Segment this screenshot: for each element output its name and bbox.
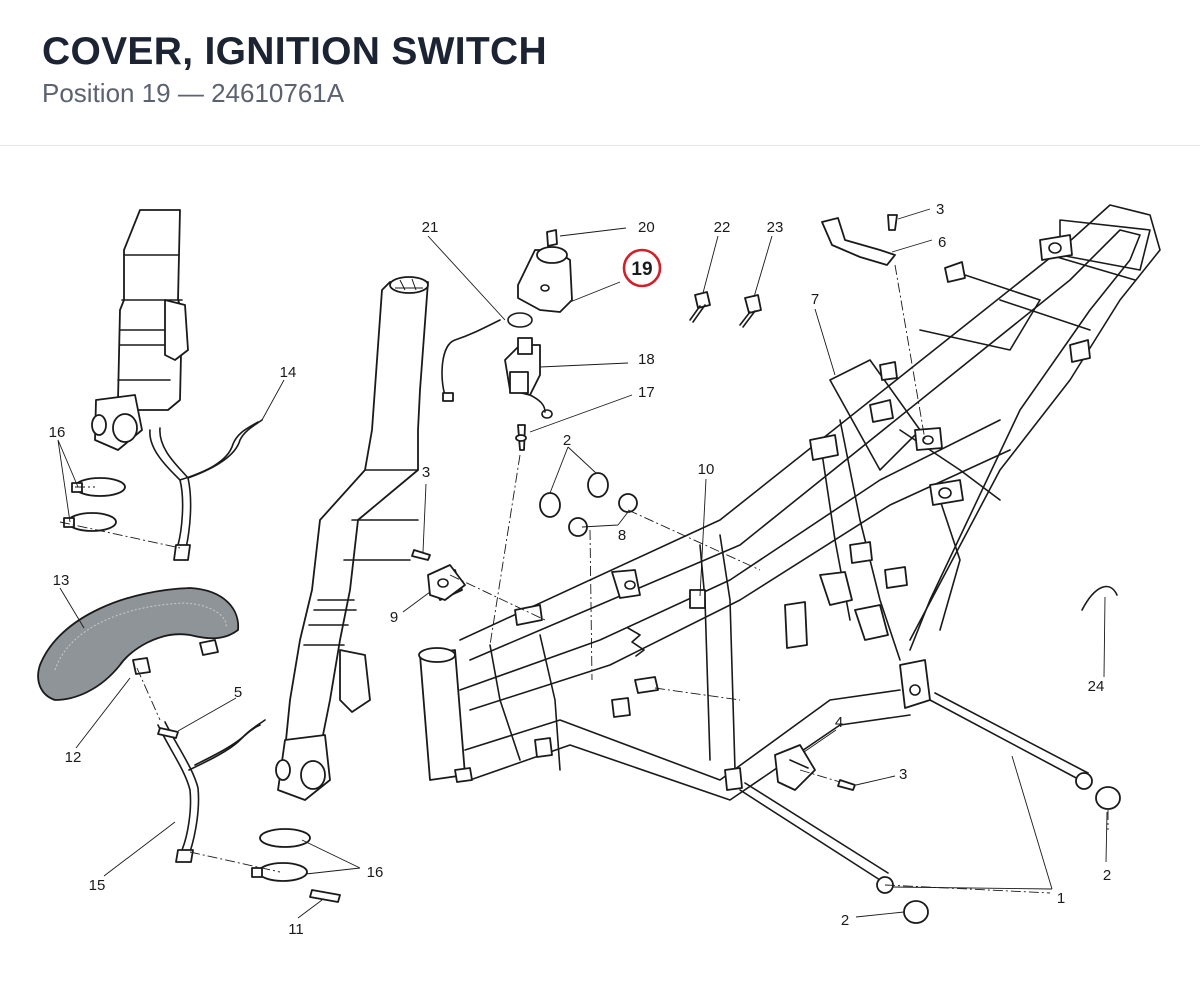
- highlight-ring: [622, 248, 662, 288]
- callout-22: 22: [714, 219, 731, 236]
- ignition-switch: [504, 337, 553, 419]
- callout-1: 1: [1057, 890, 1065, 907]
- callout-13: 13: [53, 572, 70, 589]
- callout-16-left: 16: [49, 424, 66, 441]
- highlighted-position: 19: [622, 248, 662, 288]
- callout-2-bottom: 2: [841, 912, 849, 929]
- screw-17: [515, 424, 527, 451]
- callout-5: 5: [234, 684, 242, 701]
- callout-24: 24: [1088, 678, 1105, 695]
- callout-9: 9: [390, 609, 398, 626]
- wiring-harness: [441, 312, 533, 402]
- bracket-9: [427, 564, 466, 601]
- callout-8: 8: [618, 527, 626, 544]
- callout-15: 15: [89, 877, 106, 894]
- exploded-parts-diagram: 20 21 22 23 3 6 18 17 7 14 16 2 10 3 8 9…: [0, 145, 1200, 991]
- axles: [739, 692, 1093, 894]
- bracket-4: [774, 744, 816, 791]
- bracket-6: [821, 214, 898, 266]
- callout-16-bottom: 16: [367, 864, 384, 881]
- callout-4: 4: [835, 714, 843, 731]
- page-header: COVER, IGNITION SWITCH Position 19 — 246…: [0, 0, 1200, 146]
- callout-10: 10: [698, 461, 715, 478]
- clip-24: [1081, 585, 1118, 611]
- page-title: COVER, IGNITION SWITCH: [42, 30, 547, 73]
- center-fork-leg: [275, 276, 429, 801]
- callout-3-left: 3: [422, 464, 430, 481]
- ignition-keys: [689, 291, 762, 328]
- callout-3-top: 3: [936, 201, 944, 218]
- highlight-number: 19: [631, 259, 652, 280]
- part-subtitle: Position 19 — 24610761A: [42, 78, 345, 108]
- callout-18: 18: [638, 351, 655, 368]
- ignition-switch-cover: [517, 229, 573, 313]
- callout-21: 21: [422, 219, 439, 236]
- callout-14: 14: [280, 364, 297, 381]
- bolts: [157, 549, 856, 903]
- brake-line-bracket-14: [149, 419, 263, 561]
- callout-6: 6: [938, 234, 946, 251]
- callout-labels: 20 21 22 23 3 6 18 17 7 14 16 2 10 3 8 9…: [49, 201, 1112, 938]
- brake-line-bracket-15: [157, 719, 266, 863]
- callout-23: 23: [767, 219, 784, 236]
- left-fork-leg: [91, 209, 189, 451]
- callout-20: 20: [638, 219, 655, 236]
- callout-12: 12: [65, 749, 82, 766]
- leader-lines: [57, 208, 1108, 919]
- callout-2-right: 2: [1103, 867, 1111, 884]
- bushings: [539, 472, 1121, 924]
- main-frame: [418, 204, 1161, 801]
- assembly-lines: [59, 264, 1109, 894]
- callout-11: 11: [288, 921, 304, 938]
- front-fender: [37, 587, 239, 701]
- callout-2-center: 2: [563, 432, 571, 449]
- callout-7: 7: [811, 291, 819, 308]
- callout-3-right: 3: [899, 766, 907, 783]
- callout-17: 17: [638, 384, 655, 401]
